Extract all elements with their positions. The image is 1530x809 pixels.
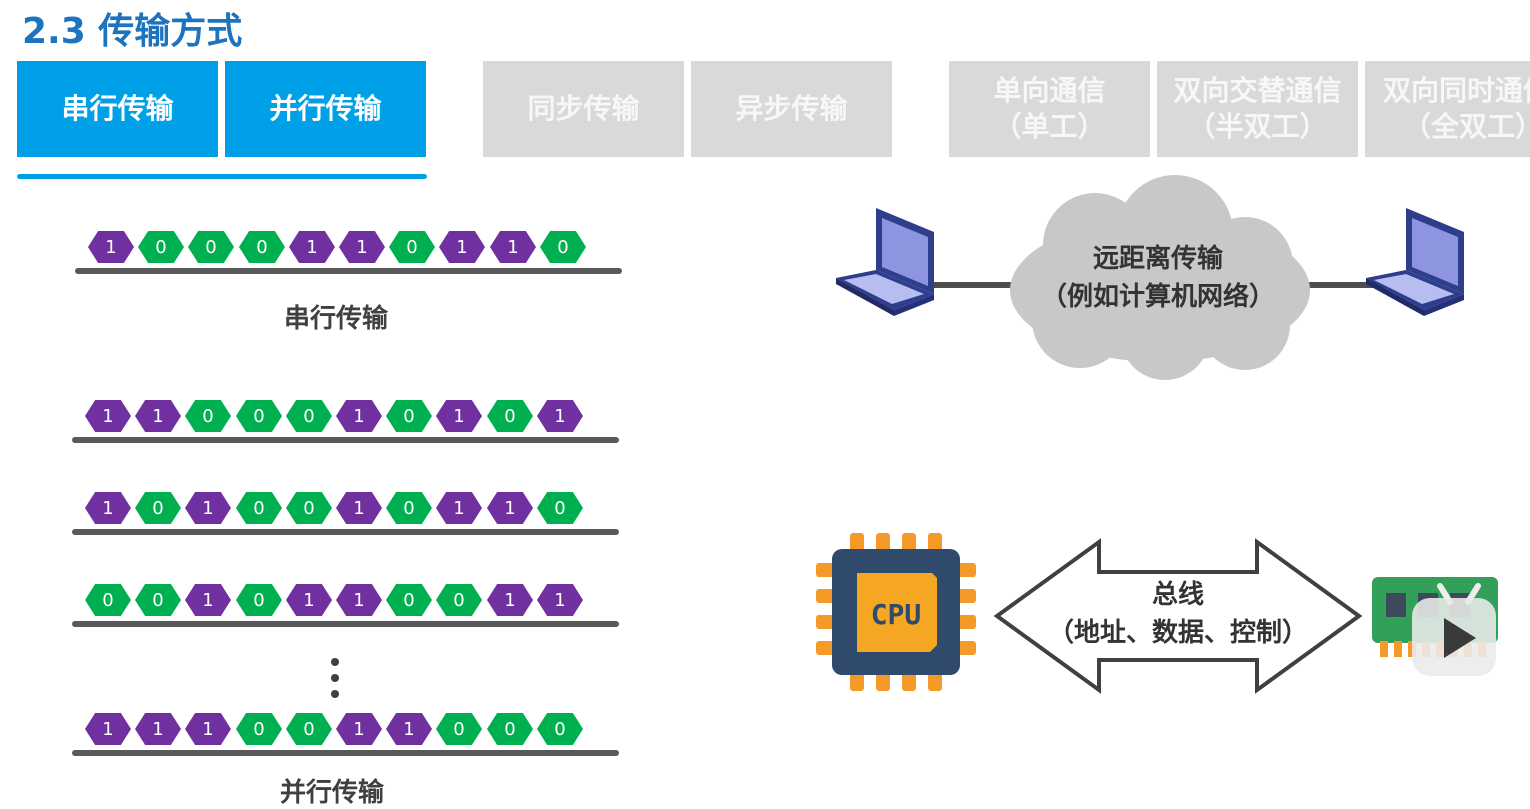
bit-cell: 1 [487,584,533,616]
bit-cell: 0 [236,584,282,616]
bit-cell: 1 [88,231,134,263]
bit-cell: 1 [336,584,382,616]
tab-sublabel: （半双工） [1187,110,1328,143]
bit-cell: 0 [185,400,231,432]
bit-cell: 1 [185,492,231,524]
bit-cell: 0 [135,584,181,616]
parallel-wire [72,750,619,756]
bit-cell: 1 [85,713,131,745]
bit-cell: 0 [135,492,181,524]
bit-cell: 0 [537,492,583,524]
cloud-icon [1010,175,1310,380]
tab-simplex[interactable]: 单向通信 （单工） [949,61,1150,157]
bit-cell: 0 [236,713,282,745]
bus-label: 总线 （地址、数据、控制） [1040,576,1316,652]
bus-label-line2: （地址、数据、控制） [1047,618,1308,648]
bit-cell: 1 [135,400,181,432]
bit-cell: 0 [286,492,332,524]
bit-cell: 1 [537,400,583,432]
network-label-line2: （例如计算机网络） [1040,282,1275,312]
bit-cell: 0 [286,713,332,745]
bit-cell: 0 [138,231,184,263]
tab-serial[interactable]: 串行传输 [17,61,218,157]
bit-cell: 1 [85,400,131,432]
bit-cell: 1 [436,492,482,524]
bit-cell: 1 [185,713,231,745]
tab-label: 双向交替通信 [1173,74,1342,107]
bit-cell: 0 [286,400,332,432]
network-label: 远距离传输 （例如计算机网络） [1030,240,1286,316]
bit-cell: 1 [487,492,533,524]
tab-label: 双向同时通信 [1383,74,1530,107]
parallel-wire [72,621,619,627]
bit-cell: 1 [436,400,482,432]
bit-cell: 0 [540,231,586,263]
bit-cell: 1 [336,492,382,524]
cpu-chip-icon: CPU [816,533,976,691]
cpu-label: CPU [871,598,922,631]
tab-half-duplex[interactable]: 双向交替通信 （半双工） [1157,61,1358,157]
bit-cell: 0 [537,713,583,745]
bit-cell: 1 [85,492,131,524]
serial-caption: 串行传输 [284,304,389,334]
network-label-line1: 远距离传输 [1092,244,1223,274]
active-tab-underline [17,174,427,179]
bit-cell: 0 [239,231,285,263]
bit-cell: 1 [386,713,432,745]
tab-label: 单向通信 [993,74,1106,107]
bit-cell: 0 [436,713,482,745]
laptop-left-icon [836,208,934,316]
tab-parallel[interactable]: 并行传输 [225,61,426,157]
bit-cell: 1 [135,713,181,745]
bit-cell: 1 [289,231,335,263]
page-title: 2.3 传输方式 [22,11,243,52]
bit-cell: 0 [487,713,533,745]
laptop-right-icon [1366,208,1464,316]
tab-sync[interactable]: 同步传输 [483,61,684,157]
bus-double-arrow [993,538,1363,694]
bit-cell: 0 [85,584,131,616]
bit-cell: 0 [386,400,432,432]
tab-async[interactable]: 异步传输 [691,61,892,157]
bit-cell: 0 [236,400,282,432]
bit-cell: 0 [236,492,282,524]
bus-label-line1: 总线 [1151,580,1204,610]
parallel-wire [72,437,619,443]
bit-cell: 0 [386,584,432,616]
tab-sublabel: （全双工） [1403,110,1530,143]
tab-label: 异步传输 [735,92,848,125]
bit-cell: 1 [339,231,385,263]
tab-label: 串行传输 [61,92,174,125]
ellipsis-dot [331,658,339,666]
ellipsis-dot [331,674,339,682]
tab-sublabel: （单工） [993,110,1106,143]
bit-cell: 1 [439,231,485,263]
parallel-caption: 并行传输 [280,778,385,808]
bit-cell: 1 [490,231,536,263]
bit-cell: 0 [436,584,482,616]
ellipsis-dot [331,690,339,698]
bit-cell: 1 [537,584,583,616]
bit-cell: 1 [336,400,382,432]
bit-cell: 0 [188,231,234,263]
video-play-icon[interactable] [1408,572,1508,682]
bit-cell: 0 [386,492,432,524]
tab-label: 并行传输 [269,92,382,125]
bit-cell: 1 [336,713,382,745]
serial-wire [75,268,622,274]
tab-full-duplex[interactable]: 双向同时通信 （全双工） [1365,61,1530,157]
parallel-wire [72,529,619,535]
tab-label: 同步传输 [527,92,640,125]
bit-cell: 0 [487,400,533,432]
bit-cell: 1 [185,584,231,616]
bit-cell: 0 [389,231,435,263]
bit-cell: 1 [286,584,332,616]
